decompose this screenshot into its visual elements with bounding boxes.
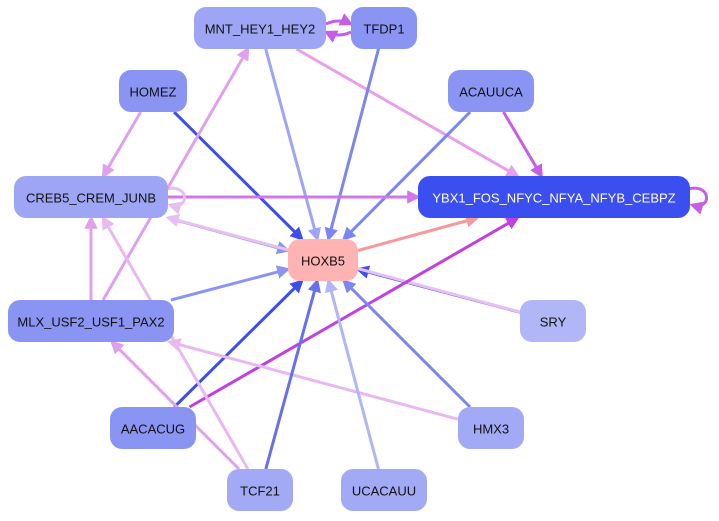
edge-ucacauu-to-hoxb5 <box>324 278 380 470</box>
node-label: CREB5_CREM_JUNB <box>26 191 156 206</box>
node-aacacug[interactable]: AACACUG <box>110 407 196 449</box>
edge-tfdp1-to-hoxb5 <box>324 48 380 242</box>
edge-homez-to-creb5 <box>101 111 142 179</box>
node-box <box>351 7 417 49</box>
edge-tcf21-to-hoxb5 <box>264 278 321 470</box>
node-box <box>418 176 690 218</box>
node-label: MLX_USF2_USF1_PAX2 <box>17 315 164 330</box>
node-ucacauu[interactable]: UCACAUU <box>341 469 427 511</box>
node-label: YBX1_FOS_NFYC_NFYA_NFYB_CEBPZ <box>432 191 675 206</box>
edge-layer <box>84 13 708 471</box>
node-label: HOMEZ <box>130 85 177 100</box>
edge-creb5-to-creb5 <box>165 186 186 215</box>
node-hmx3[interactable]: HMX3 <box>458 407 524 449</box>
edge-mnt-to-hoxb5 <box>264 48 321 242</box>
node-box <box>110 407 196 449</box>
node-mlx[interactable]: MLX_USF2_USF1_PAX2 <box>8 300 174 342</box>
node-box <box>14 176 168 218</box>
edge-aacacug-to-ybx1 <box>188 216 520 409</box>
node-label: TCF21 <box>240 484 280 499</box>
node-sry[interactable]: SRY <box>520 300 586 342</box>
node-box <box>227 469 293 511</box>
node-creb5[interactable]: CREB5_CREM_JUNB <box>14 176 168 218</box>
node-homez[interactable]: HOMEZ <box>119 70 187 112</box>
edge-acauuca-to-ybx1 <box>502 111 543 179</box>
node-box <box>194 7 326 49</box>
node-label: AACACUG <box>121 422 185 437</box>
node-label: ACAUUCA <box>459 85 523 100</box>
edge-hmx3-to-hoxb5 <box>342 279 472 409</box>
edge-mnt-to-ybx1 <box>295 47 520 178</box>
edge-tfdp1-to-mnt <box>323 30 352 43</box>
node-box <box>288 239 358 281</box>
node-box <box>520 300 586 342</box>
edge-tcf21-to-creb5 <box>101 215 250 470</box>
edge-acauuca-to-hoxb5 <box>341 110 472 241</box>
edge-homez-to-hoxb5 <box>173 110 304 241</box>
node-box <box>341 469 427 511</box>
node-hoxb5[interactable]: HOXB5 <box>288 239 358 281</box>
node-label: HOXB5 <box>301 254 345 269</box>
node-box <box>119 70 187 112</box>
edge-hmx3-to-mlx <box>166 338 459 421</box>
node-box <box>448 70 534 112</box>
node-label: SRY <box>540 315 567 330</box>
node-acauuca[interactable]: ACAUUCA <box>448 70 534 112</box>
node-label: TFDP1 <box>363 22 404 37</box>
edge-mnt-to-tfdp1 <box>325 13 354 26</box>
edge-tcf21-to-mlx <box>110 340 241 471</box>
node-mnt[interactable]: MNT_HEY1_HEY2 <box>194 7 326 49</box>
edge-aacacug-to-hoxb5 <box>173 279 304 409</box>
node-box <box>458 407 524 449</box>
edge-mlx-to-hoxb5 <box>170 265 291 302</box>
edge-ybx1-to-ybx1 <box>687 186 708 215</box>
node-tfdp1[interactable]: TFDP1 <box>351 7 417 49</box>
node-box <box>8 300 174 342</box>
node-label: UCACAUU <box>352 484 416 499</box>
edge-hoxb5-to-ybx1 <box>357 214 480 252</box>
node-tcf21[interactable]: TCF21 <box>227 469 293 511</box>
node-ybx1[interactable]: YBX1_FOS_NFYC_NFYA_NFYB_CEBPZ <box>418 176 690 218</box>
node-label: HMX3 <box>473 422 509 437</box>
node-label: MNT_HEY1_HEY2 <box>205 22 316 37</box>
